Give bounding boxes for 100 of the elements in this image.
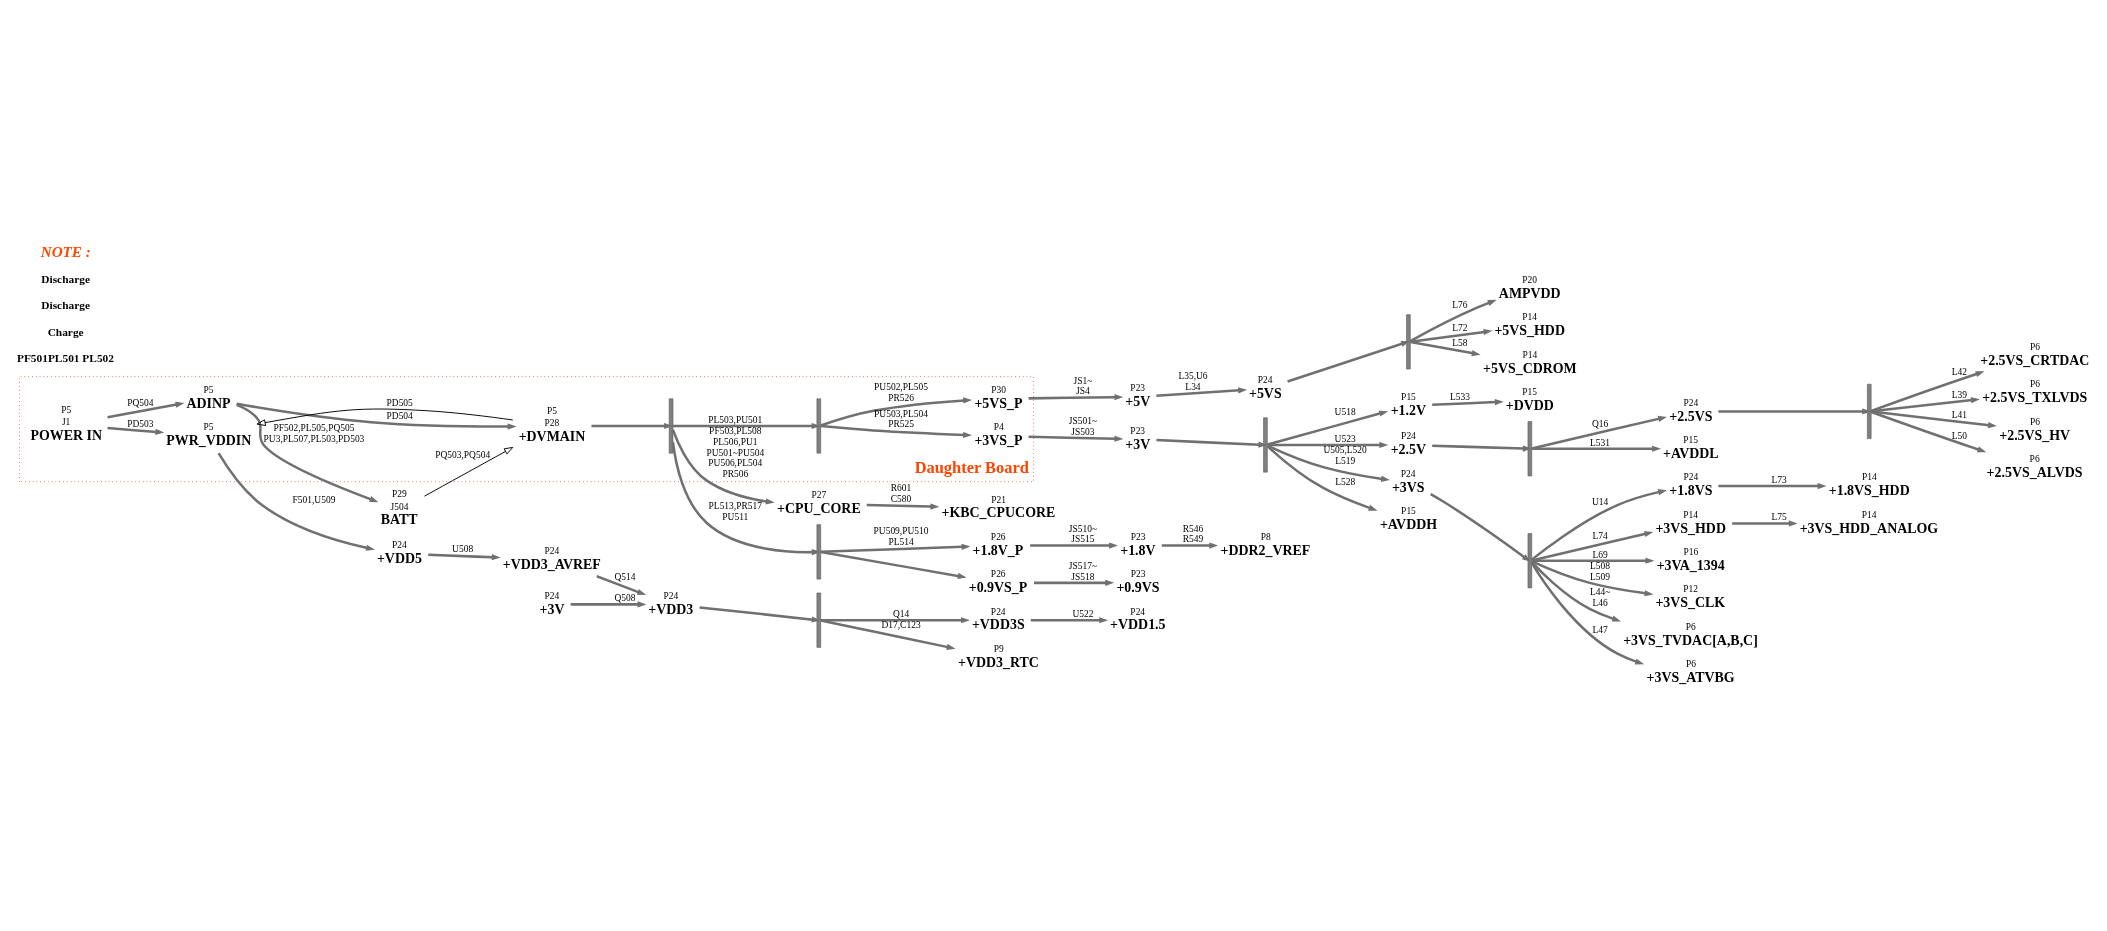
node-text: +1.8VS — [1669, 482, 1713, 498]
edge-label: PL503,PU501 — [708, 414, 763, 425]
node-text: +3VA_1394 — [1656, 557, 1725, 573]
node-text: +5VS_CDROM — [1483, 360, 1577, 376]
node-label: P14 — [1522, 311, 1538, 322]
node-label: P16 — [1683, 546, 1699, 557]
edge-label: PQ504 — [127, 397, 154, 408]
node-text: +AVDDH — [1379, 516, 1438, 532]
arrow — [596, 574, 647, 595]
node-text: +3VS_HDD_ANALOG — [1799, 520, 1939, 536]
arrow — [820, 396, 973, 427]
label: Discharge — [41, 298, 90, 311]
node-text: +VDD3 — [648, 601, 694, 617]
arrow — [236, 403, 379, 502]
node-label: P27 — [811, 489, 827, 500]
edge-label: Q16 — [1591, 418, 1609, 429]
arrow — [1531, 557, 1655, 564]
node-text: +0.9VS — [1116, 579, 1160, 595]
edge-label: D17,C123 — [881, 619, 921, 630]
edge-label: JS510~ JS515 — [1068, 523, 1098, 544]
node-label: P21 — [991, 494, 1006, 505]
arrow — [1287, 340, 1410, 383]
label: Charge — [47, 325, 84, 338]
edge-label: PF503,PL508 PL506,PU1 PU501~PU504 PU506,PL504 PR506 — [706, 425, 765, 479]
edge-label: L72 — [1452, 322, 1468, 333]
arrow — [1034, 579, 1115, 586]
arrow — [1870, 410, 1987, 452]
node-text: +2.5VS — [1669, 408, 1713, 424]
node-label: P28 — [544, 417, 560, 428]
node-label: P24 — [1683, 471, 1699, 482]
arrow — [1161, 541, 1219, 549]
node-text: BATT — [380, 511, 418, 527]
node-label: P23 — [1130, 531, 1146, 542]
node-text: +3VS_CLK — [1655, 594, 1726, 610]
arrow — [820, 618, 956, 650]
node-text: +1.2V — [1390, 402, 1427, 418]
node-label: P5 — [203, 384, 214, 395]
edge-label: Q514 — [614, 571, 636, 582]
edge-label: PF502,PL505,PQ505 PU3,PL507,PL503,PD503 — [263, 422, 365, 444]
edge-label: F501,U509 — [292, 494, 336, 505]
arrow — [1531, 530, 1654, 562]
node-label: P15 — [1683, 434, 1699, 445]
node-text: +VDD1.5 — [1110, 616, 1166, 632]
node-label: P30 — [991, 384, 1006, 395]
node-text: AMPVDD — [1498, 285, 1561, 301]
arrow — [107, 401, 185, 418]
node-bar — [1527, 420, 1533, 476]
edge-label: L47 — [1592, 624, 1608, 635]
arrow — [1732, 519, 1798, 527]
arrow — [1432, 443, 1532, 452]
node-label: P6 — [1685, 621, 1696, 632]
node-label: P24 — [1130, 606, 1146, 617]
arrow — [1718, 482, 1827, 489]
node-text: +5VS — [1248, 385, 1282, 401]
arrow — [1531, 445, 1661, 452]
edge-label: L508 L509 — [1590, 560, 1611, 582]
node-bar — [1527, 532, 1533, 588]
node-label: P6 — [2029, 416, 2040, 427]
label: Discharge — [41, 272, 90, 285]
node-bar — [1263, 416, 1268, 472]
node-label: P26 — [990, 531, 1006, 542]
edge-label: PQ503,PQ504 — [435, 449, 491, 460]
node-label: P12 — [1683, 583, 1699, 594]
arrow — [1530, 561, 1645, 664]
arrow — [236, 402, 517, 430]
node-text: +3VS — [1391, 479, 1425, 495]
node-text: +AVDDL — [1663, 445, 1719, 461]
node-label: P20 — [1522, 274, 1538, 285]
node-label: P24 — [1401, 430, 1416, 441]
node-label: P24 — [392, 539, 407, 550]
arrow — [699, 605, 821, 623]
node-label: P5 — [203, 421, 214, 432]
arrow — [1267, 410, 1389, 446]
edge-label: U522 — [1072, 608, 1094, 619]
edge-label: L50 — [1951, 430, 1968, 441]
arrow — [1266, 444, 1378, 511]
node-label: P14 — [1861, 471, 1877, 482]
arrow — [1430, 492, 1531, 562]
label: PF501PL501 PL502 — [16, 351, 114, 364]
node-label: P26 — [990, 568, 1006, 579]
edge-label: U505,L520 L519 — [1323, 444, 1367, 466]
edge-label: L42 — [1951, 366, 1968, 377]
arrow — [217, 452, 375, 551]
node-text: +1.8VS_HDD — [1828, 482, 1910, 498]
edge-label: Q14 — [892, 608, 910, 619]
arrow — [673, 422, 821, 429]
arrow — [591, 422, 673, 429]
node-text: +3VS_TVDAC[A,B,C] — [1623, 632, 1758, 648]
edge-label: L528 — [1335, 476, 1356, 487]
edge-label: U523 — [1334, 433, 1356, 444]
edge-label: PU509,PU510 PL514 — [873, 525, 929, 547]
node-text: +DVDD — [1505, 397, 1554, 413]
node-text: +5V — [1125, 393, 1151, 409]
node-label: P15 — [1401, 505, 1416, 516]
node-label: P15 — [1401, 391, 1416, 402]
edge-label: U14 — [1591, 496, 1609, 507]
node-text: +1.8V_P — [972, 542, 1024, 558]
edge-label: R546 R549 — [1182, 523, 1204, 544]
node-label: P5 — [61, 404, 72, 415]
edge-label: L531 — [1590, 437, 1611, 448]
